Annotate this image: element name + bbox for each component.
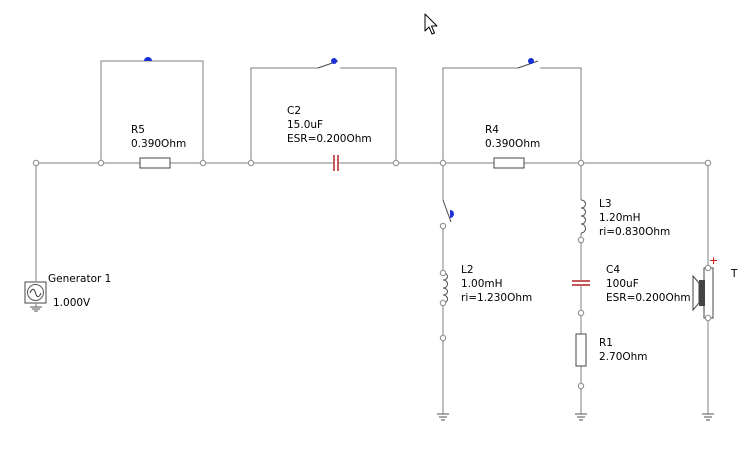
mouse-pointer-icon <box>424 13 438 35</box>
junction-nodes <box>32 159 712 390</box>
ac-source-icon <box>29 288 42 298</box>
l2-name: L2 <box>461 264 474 276</box>
l2-ri: ri=1.230Ohm <box>461 292 532 304</box>
switch-icon <box>450 210 454 218</box>
ground-r1 <box>575 413 587 421</box>
generator-name: Generator 1 <box>48 273 111 285</box>
c4-value: 100uF <box>606 278 639 290</box>
switch-r4[interactable] <box>517 58 539 69</box>
resistor-r1[interactable] <box>575 333 587 367</box>
resistor-r5[interactable] <box>139 157 171 169</box>
c2-value: 15.0uF <box>287 119 323 131</box>
ground-l2 <box>437 413 449 421</box>
switch-c2[interactable] <box>317 58 339 69</box>
l2-value: 1.00mH <box>461 278 503 290</box>
capacitor-c4[interactable] <box>572 280 590 286</box>
ground-speaker <box>702 413 714 421</box>
inductor-l3[interactable] <box>580 199 586 234</box>
r4-value: 0.390Ohm <box>485 138 540 150</box>
speaker-polarity: + <box>709 254 718 267</box>
r5-value: 0.390Ohm <box>131 138 186 150</box>
c2-esr: ESR=0.200Ohm <box>287 133 372 145</box>
speaker-name: T <box>730 268 738 280</box>
inductor-l2[interactable] <box>442 272 448 304</box>
r4-name: R4 <box>485 124 499 136</box>
speaker-icon <box>699 280 705 306</box>
c4-name: C4 <box>606 264 620 276</box>
capacitor-c2[interactable] <box>333 155 339 171</box>
l3-ri: ri=0.830Ohm <box>599 226 670 238</box>
switch-icon <box>528 58 534 64</box>
switch-knob-r5[interactable] <box>144 57 152 61</box>
l3-value: 1.20mH <box>599 212 641 224</box>
l3-name: L3 <box>599 198 612 210</box>
r1-name: R1 <box>599 337 613 349</box>
resistor-r4[interactable] <box>493 157 525 169</box>
generator-value: 1.000V <box>53 297 91 309</box>
switch-l2[interactable] <box>442 199 454 223</box>
labels: R5 0.390Ohm C2 15.0uF ESR=0.200Ohm R4 0.… <box>48 105 738 363</box>
ground-generator <box>30 306 42 312</box>
r5-name: R5 <box>131 124 145 136</box>
c2-name: C2 <box>287 105 301 117</box>
generator-source[interactable] <box>24 281 47 307</box>
speaker[interactable]: + <box>692 254 718 319</box>
r1-value: 2.70Ohm <box>599 351 648 363</box>
switch-icon <box>331 58 337 64</box>
c4-esr: ESR=0.200Ohm <box>606 292 691 304</box>
